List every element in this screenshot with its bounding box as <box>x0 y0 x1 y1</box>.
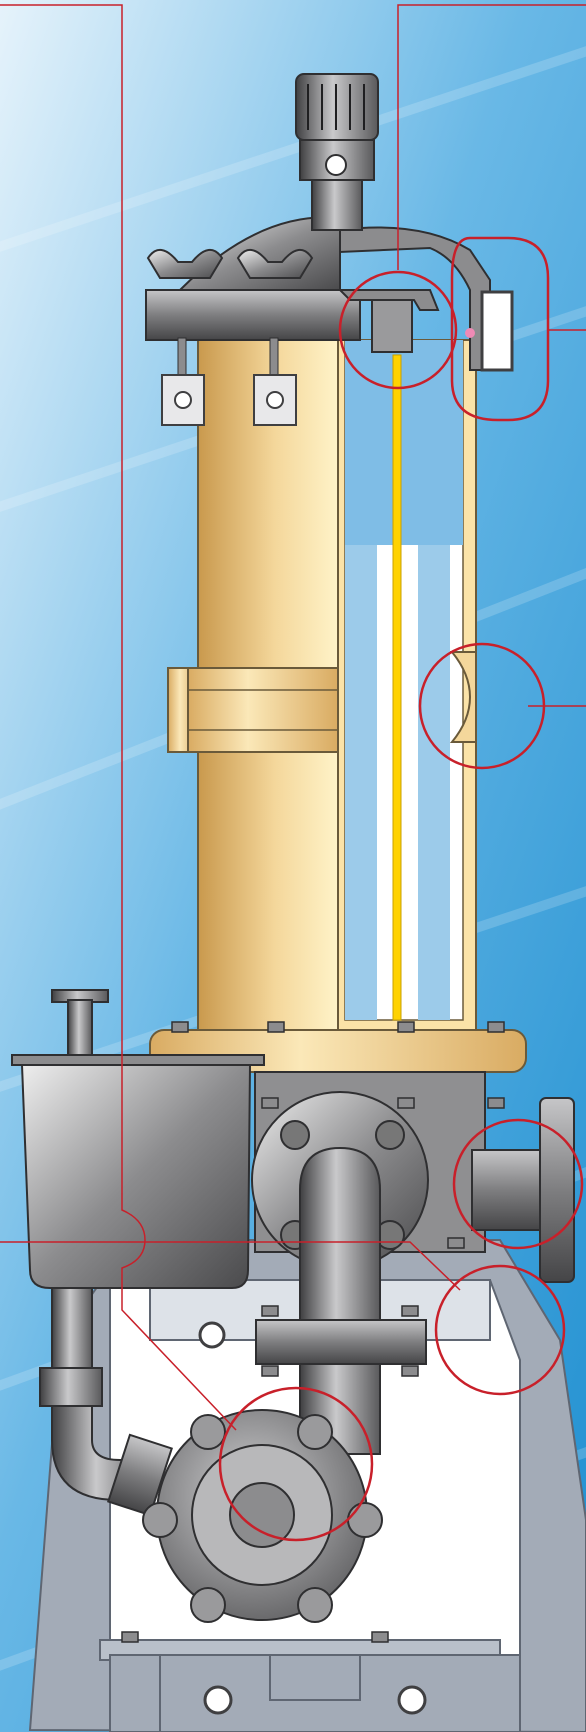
tank-body <box>149 339 527 1073</box>
callout-circles <box>218 236 584 1542</box>
liquid-upper <box>345 340 463 545</box>
callout-circle-tank-joint <box>418 642 546 770</box>
wing-nut-left <box>146 249 224 279</box>
volute-casing <box>142 1409 383 1623</box>
clamp-right <box>253 337 297 426</box>
reservoir-tank <box>11 989 265 1289</box>
vertical-shaft-pipe <box>255 1146 427 1455</box>
wing-nut-right <box>236 249 314 279</box>
discharge-flange <box>471 1097 575 1283</box>
liquid-right-channel <box>418 545 450 1020</box>
callout-leaders <box>0 4 586 1431</box>
level-probe-rod <box>392 354 402 1021</box>
liquid-left-channel <box>345 545 377 1020</box>
callout-circle-discharge <box>452 1118 584 1250</box>
clamp-left <box>161 337 205 426</box>
flange-bolts <box>121 1021 505 1643</box>
callout-circle-level-probe <box>338 270 458 390</box>
callout-circle-mounting <box>434 1264 566 1396</box>
callout-circle-impeller <box>218 1386 374 1542</box>
top-union-fitting <box>295 73 379 231</box>
callout-circle-vent <box>450 236 550 422</box>
suction-pipe <box>39 1287 173 1517</box>
